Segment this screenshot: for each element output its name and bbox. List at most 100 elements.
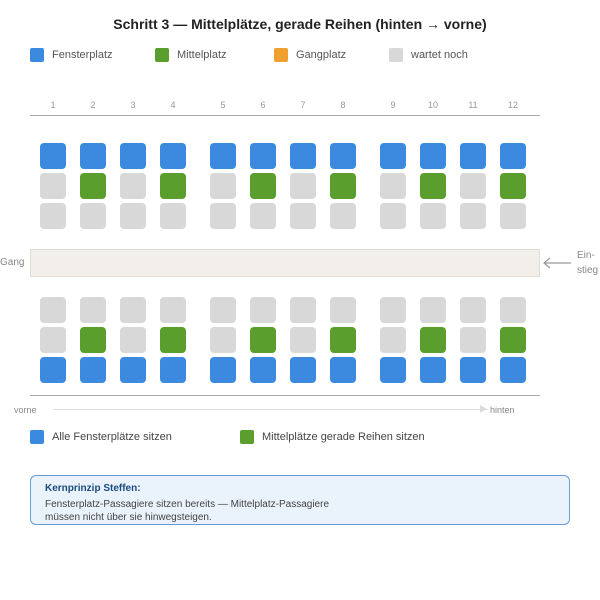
seat-window [380,143,406,169]
column-number: 6 [260,100,266,110]
status-middle: Mittelplätze gerade Reihen sitzen [240,429,425,445]
status-window: Alle Fensterplätze sitzen [30,429,172,445]
entry-label-line2: stieg [577,265,599,276]
seat-waiting [120,173,146,199]
seat-waiting [290,327,316,353]
column-number: 4 [170,100,176,110]
legend-aisle-swatch [274,48,288,62]
seat-waiting [420,203,446,229]
seat-middle [80,327,106,353]
seat-middle [420,327,446,353]
seat-waiting [290,203,316,229]
seat-waiting [120,297,146,323]
seat-waiting [160,297,186,323]
seat-window [80,357,106,383]
seat-window [210,357,236,383]
seat-waiting [290,297,316,323]
seat-waiting [210,327,236,353]
legend-waiting: wartet noch [389,47,468,63]
direction-line [54,409,488,410]
seat-window [40,143,66,169]
seat-window [330,143,356,169]
seat-waiting [460,203,486,229]
seat-waiting [80,297,106,323]
seat-waiting [380,203,406,229]
seat-window [420,143,446,169]
seat-waiting [460,297,486,323]
seat-window [460,143,486,169]
seat-window [80,143,106,169]
legend-window-label: Fensterplatz [52,49,113,61]
seat-waiting [380,173,406,199]
seat-waiting [160,203,186,229]
seat-middle [250,173,276,199]
column-number: 11 [468,100,478,110]
seat-window [500,357,526,383]
seat-waiting [330,297,356,323]
note-body: Fensterplatz-Passagiere sitzen bereits —… [45,499,330,523]
seat-waiting [210,203,236,229]
legend-middle-swatch [155,48,169,62]
status-middle-label: Mittelplätze gerade Reihen sitzen [262,431,425,443]
key-principle-note: Kernprinzip Steffen: Fensterplatz-Passag… [30,475,570,525]
column-number: 7 [300,100,306,110]
seat-waiting [420,297,446,323]
column-number: 2 [90,100,96,110]
seat-waiting [40,327,66,353]
legend-middle: Mittelplatz [155,47,227,63]
seat-middle [330,327,356,353]
seat-waiting [210,173,236,199]
legend-middle-label: Mittelplatz [177,49,227,61]
direction-front-label: vorne [14,405,37,415]
seat-waiting [330,203,356,229]
column-number: 3 [130,100,136,110]
seat-window [210,143,236,169]
seat-waiting [80,203,106,229]
status-window-swatch [30,430,44,444]
diagram-title: Schritt 3 — Mittelplätze, gerade Reihen … [113,16,487,32]
seat-window [250,143,276,169]
seat-window [120,143,146,169]
legend-window-swatch [30,48,44,62]
legend-window: Fensterplatz [30,47,113,63]
seat-waiting [120,203,146,229]
entry-label: Ein- stieg [577,248,598,278]
entry-label-line1: Ein- [577,250,595,261]
seat-waiting [250,297,276,323]
seat-waiting [40,173,66,199]
status-middle-swatch [240,430,254,444]
legend-waiting-swatch [389,48,403,62]
aisle-label: Gang [0,257,25,268]
seat-window [460,357,486,383]
column-number: 1 [50,100,56,110]
seat-window [250,357,276,383]
seat-waiting [40,297,66,323]
seat-middle [250,327,276,353]
top-rule [30,115,540,116]
seat-window [500,143,526,169]
legend-aisle: Gangplatz [274,47,346,63]
note-title: Kernprinzip Steffen: [45,483,141,494]
seat-waiting [380,327,406,353]
seat-waiting [500,297,526,323]
seat-middle [500,327,526,353]
direction-back-label: hinten [490,405,515,415]
seat-waiting [210,297,236,323]
seat-middle [420,173,446,199]
seat-window [120,357,146,383]
column-number: 9 [390,100,396,110]
seat-window [160,143,186,169]
bottom-rule [30,395,540,396]
seat-window [160,357,186,383]
seat-waiting [460,173,486,199]
seat-middle [160,173,186,199]
seat-middle [160,327,186,353]
direction-arrow-icon [480,405,487,413]
seat-waiting [500,203,526,229]
seat-window [380,357,406,383]
seat-window [290,357,316,383]
seat-middle [500,173,526,199]
seat-waiting [380,297,406,323]
aisle [30,249,540,277]
seat-waiting [250,203,276,229]
